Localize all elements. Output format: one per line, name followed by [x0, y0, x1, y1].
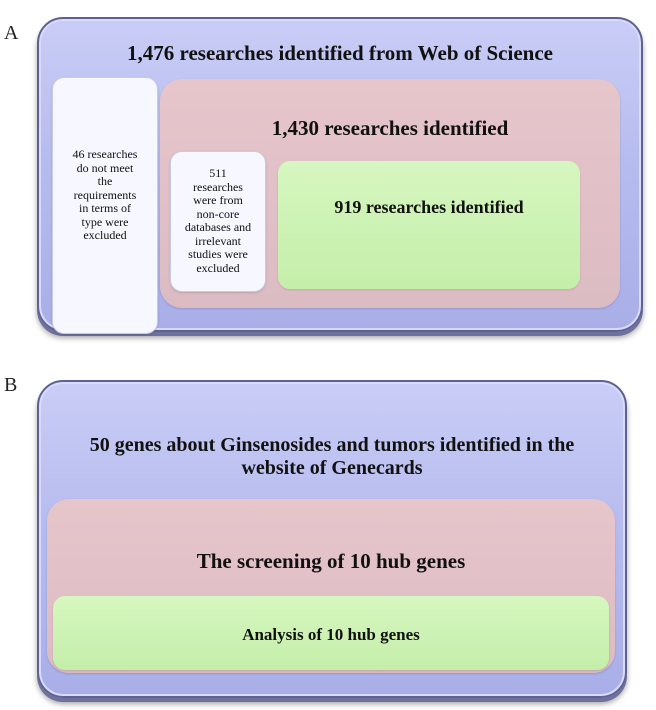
panel-a-middle-box: 1,430 researches identified 511 research… — [160, 79, 620, 308]
panel-b-outer-title: 50 genes about Ginsenosides and tumors i… — [39, 434, 625, 480]
panel-b-inner-title: Analysis of 10 hub genes — [242, 625, 420, 644]
panel-a-inner-title: 919 researches identified — [334, 197, 524, 217]
panel-b-label: B — [4, 374, 18, 396]
panel-a-inner-box: 919 researches identified — [278, 161, 580, 289]
panel-b-outer-title-line1: 50 genes about Ginsenosides and tumors i… — [89, 434, 575, 456]
panel-a-excluded-left-text: 46 researches do not meet the requiremen… — [72, 147, 138, 242]
panel-a-excluded-left-box: 46 researches do not meet the requiremen… — [52, 77, 158, 334]
panel-b-middle-title: The screening of 10 hub genes — [196, 549, 466, 573]
panel-b-inner-box: Analysis of 10 hub genes — [53, 596, 609, 670]
panel-a-outer-title: 1,476 researches identified from Web of … — [127, 41, 553, 65]
panel-a-label: A — [4, 22, 19, 44]
panel-a-excluded-middle-text: 511 researches were from non-core databa… — [184, 166, 252, 275]
panel-a-excluded-middle-box: 511 researches were from non-core databa… — [170, 151, 266, 292]
panel-a-middle-title: 1,430 researches identified — [271, 116, 509, 140]
panel-b-outer-box: 50 genes about Ginsenosides and tumors i… — [37, 380, 627, 698]
panel-b-outer-title-line2: website of Genecards — [241, 457, 423, 479]
panel-b-middle-box: The screening of 10 hub genes Analysis o… — [47, 499, 615, 673]
panel-a-outer-box: 1,476 researches identified from Web of … — [37, 17, 643, 334]
